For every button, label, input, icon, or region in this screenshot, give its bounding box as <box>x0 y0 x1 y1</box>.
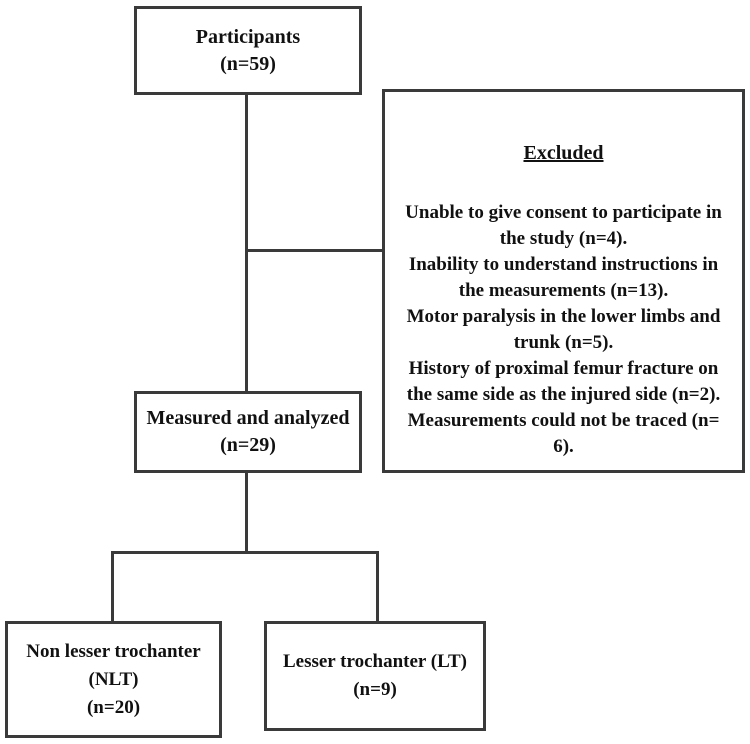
node-nlt-abbreviation: (NLT) <box>88 668 139 690</box>
node-nlt-title: Non lesser trochanter <box>26 640 201 662</box>
node-excluded-reason-list: Unable to give consent to participate in… <box>397 200 730 460</box>
connector-to-excluded-box <box>245 249 383 252</box>
connector-to-lt-box <box>376 551 379 622</box>
node-non-lesser-trochanter: Non lesser trochanter (NLT) (n=20) <box>5 621 222 738</box>
node-lt-count: (n=9) <box>353 679 397 700</box>
connector-split-bar <box>111 551 379 554</box>
node-lt-title: Lesser trochanter (LT) <box>282 651 467 672</box>
node-measured-count: (n=29) <box>220 434 276 456</box>
node-lesser-trochanter: Lesser trochanter (LT) (n=9) <box>264 621 486 731</box>
node-measured-title: Measured and analyzed <box>146 407 350 429</box>
node-excluded-heading: Excluded <box>523 142 604 164</box>
node-measured-and-analyzed: Measured and analyzed (n=29) <box>134 391 362 473</box>
exclusion-reason: History of proximal femur fracture on th… <box>406 358 721 405</box>
node-participants-count: (n=59) <box>220 52 276 75</box>
exclusion-reason: Motor paralysis in the lower limbs and t… <box>406 306 721 353</box>
exclusion-reason: Unable to give consent to participate in… <box>405 202 722 249</box>
node-participants-title: Participants <box>195 25 301 48</box>
connector-to-nlt-box <box>111 551 114 622</box>
node-nlt-count: (n=20) <box>86 696 141 718</box>
exclusion-reason: Inability to understand instructions in … <box>408 254 719 301</box>
node-excluded: Excluded Unable to give consent to parti… <box>382 89 745 473</box>
node-participants: Participants (n=59) <box>134 6 362 95</box>
connector-participants-to-measured <box>245 95 248 392</box>
connector-measured-to-split <box>245 473 248 553</box>
exclusion-reason: Measurements could not be traced (n= 6). <box>407 410 720 457</box>
